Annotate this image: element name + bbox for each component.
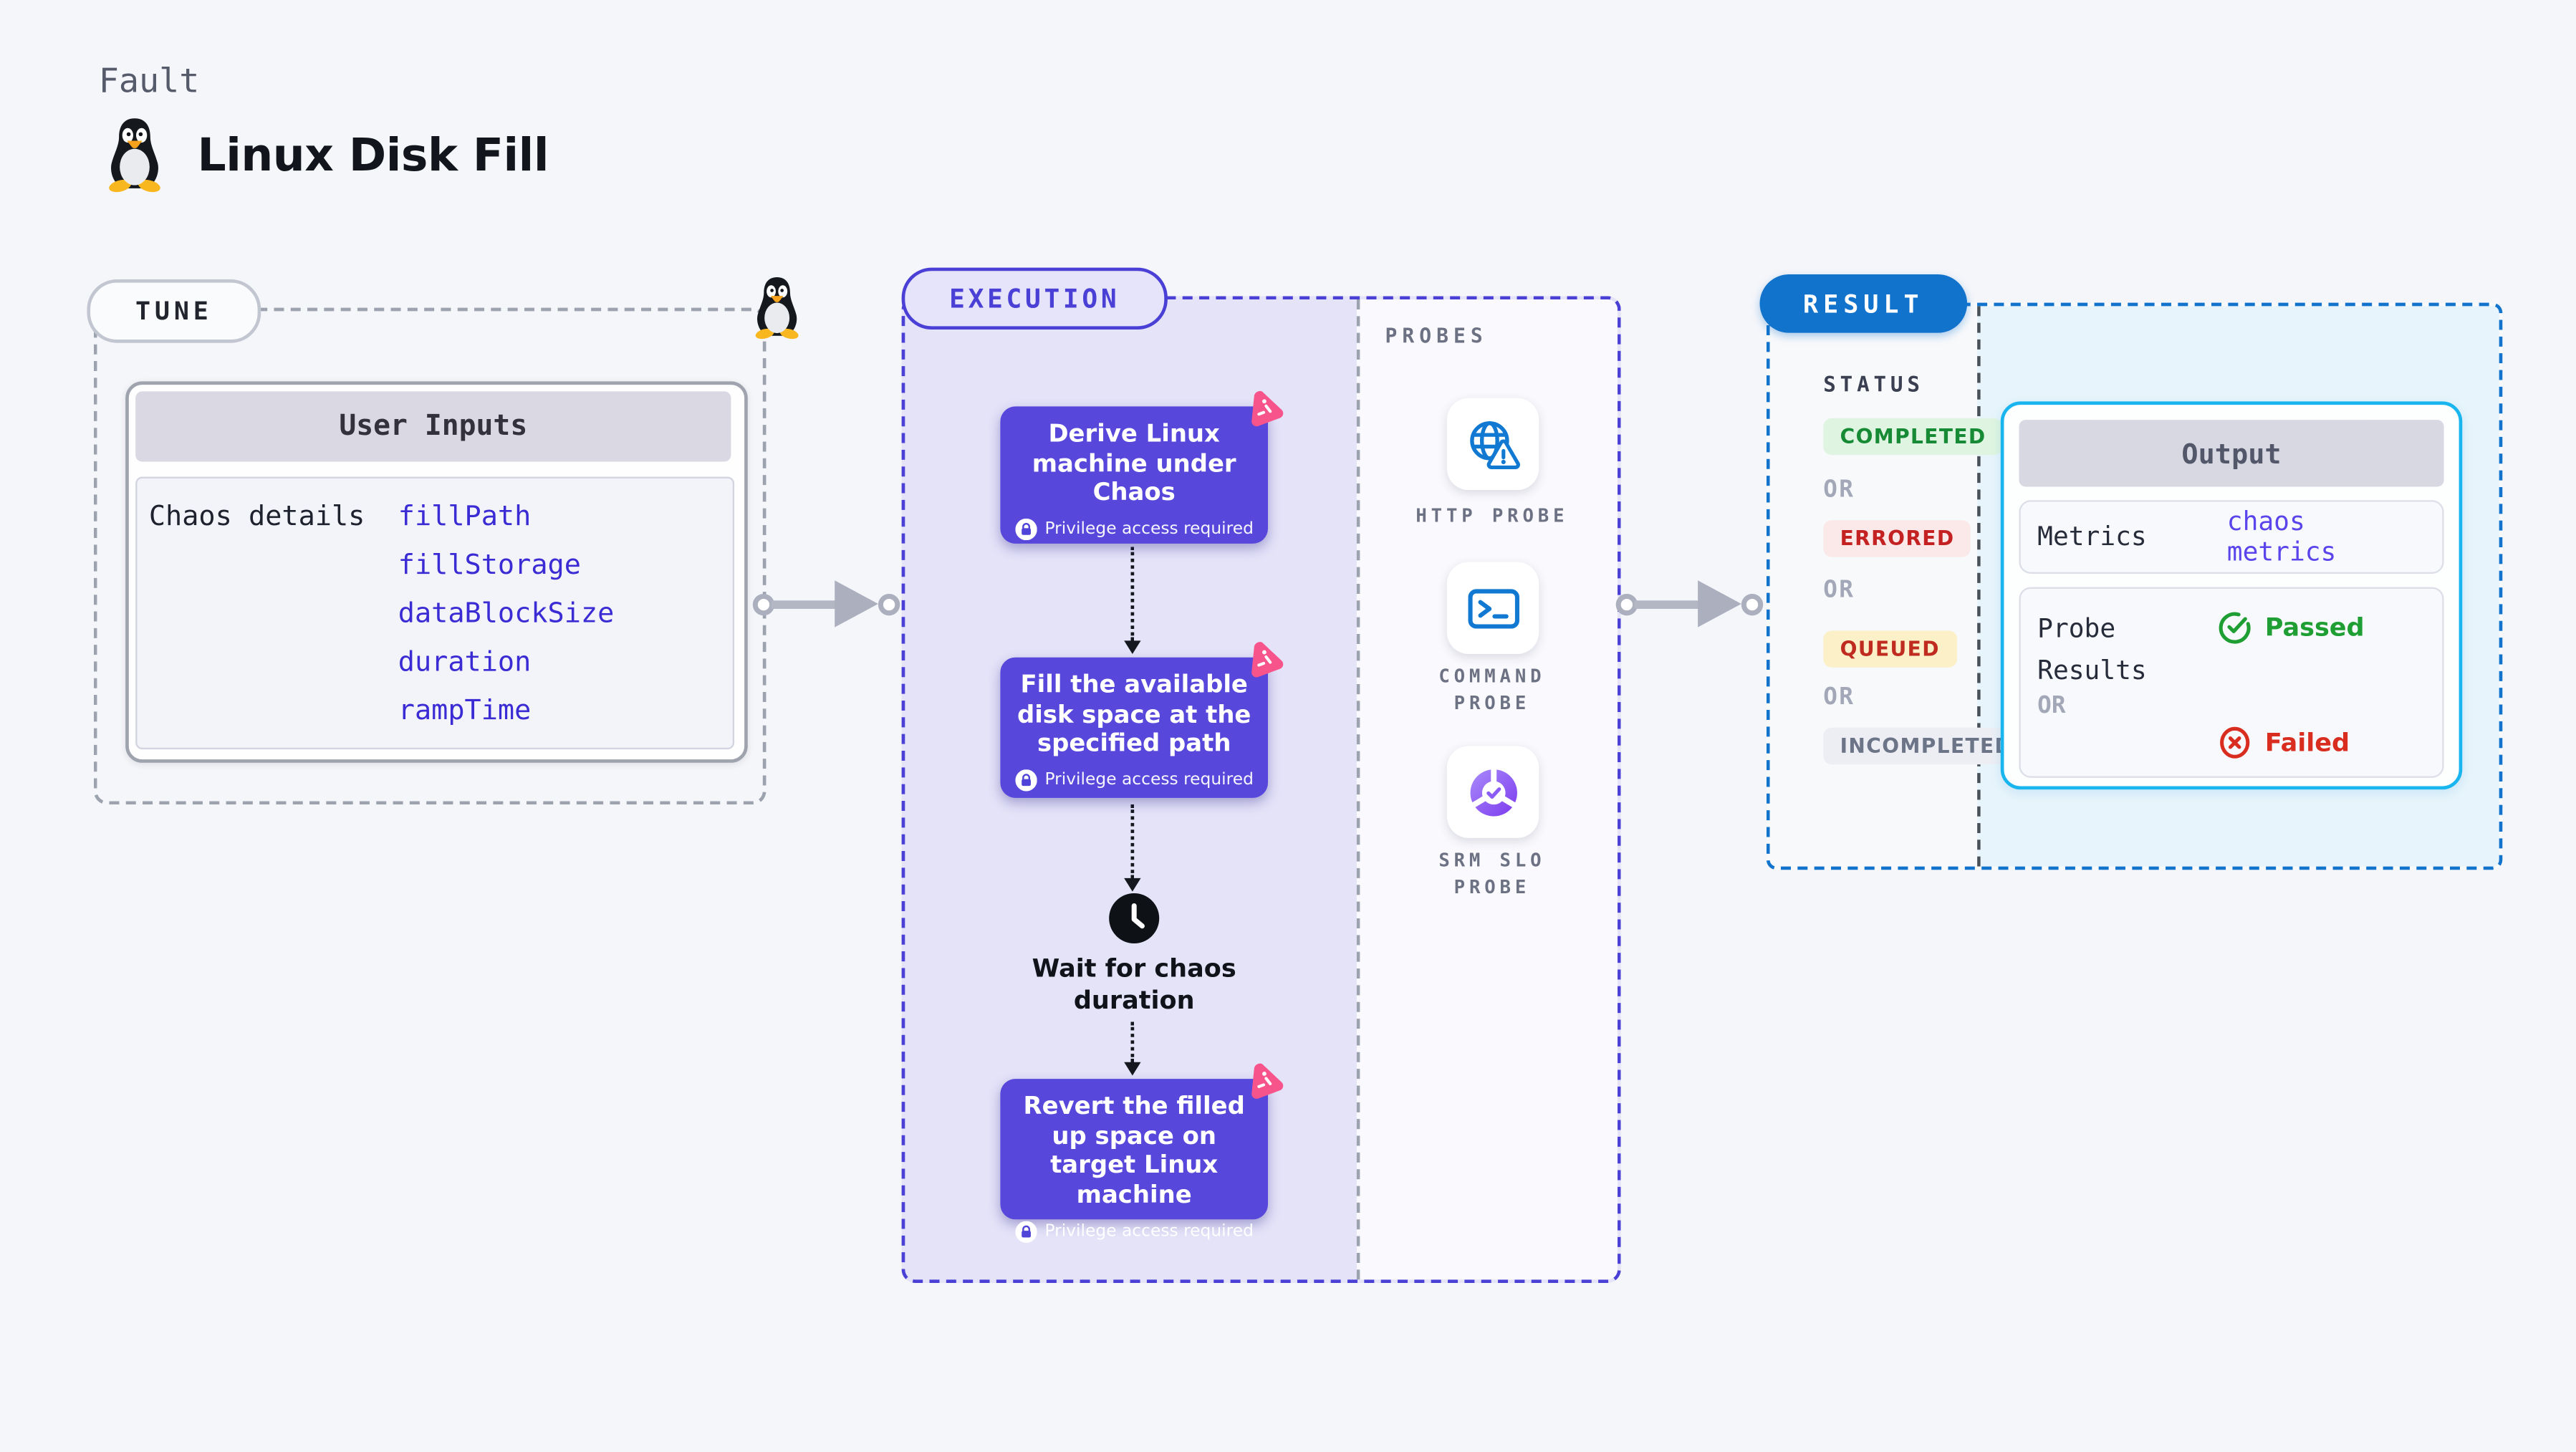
privilege-badge-label: Privilege access required [1044, 1222, 1254, 1241]
execution-section-pill: EXECUTION [901, 267, 1168, 330]
http-probe-label: HTTP PROBE [1416, 505, 1569, 527]
connector-ring-icon [1741, 592, 1764, 615]
srm-slo-probe-label: SRM SLO PROBE [1438, 850, 1546, 898]
status-badge-queued: QUEUED [1823, 630, 1957, 668]
output-card-header: Output [2019, 420, 2444, 487]
privilege-badge: Privilege access required [1014, 1221, 1254, 1242]
or-separator-label: OR [1823, 577, 1855, 604]
privilege-badge-label: Privilege access required [1044, 520, 1254, 539]
chaos-logo-icon [1242, 637, 1288, 683]
step-title: Derive Linux machine under Chaos [1032, 421, 1236, 508]
tune-section-box [93, 307, 766, 805]
probes-section-label: PROBES [1385, 324, 1488, 348]
step-title: Fill the available disk space at the spe… [1017, 672, 1251, 759]
lock-icon [1014, 769, 1036, 791]
privilege-badge: Privilege access required [1014, 769, 1254, 791]
tux-penguin-icon [104, 115, 165, 192]
http-probe-card [1446, 398, 1539, 491]
input-link-fillpath[interactable]: fillPath [398, 500, 532, 532]
tune-section-pill: TUNE [87, 279, 261, 343]
status-badge-errored: ERRORED [1823, 520, 1971, 557]
slo-pie-icon [1464, 764, 1521, 820]
wait-clock-icon [1107, 892, 1161, 946]
lock-icon [1014, 1221, 1036, 1242]
terminal-icon [1464, 580, 1521, 636]
command-probe-label: COMMAND PROBE [1438, 665, 1546, 714]
privilege-badge-label: Privilege access required [1044, 771, 1254, 790]
srm-slo-probe-card [1446, 746, 1539, 838]
globe-alert-icon [1464, 415, 1521, 472]
passed-result: Passed [2218, 610, 2365, 644]
wait-duration-label: Wait for chaos duration [1032, 953, 1236, 1015]
page-title: Linux Disk Fill [197, 130, 549, 183]
connector-arrowhead-icon [1124, 640, 1141, 655]
probe-results-row: Probe Results Passed OR Failed [2019, 587, 2444, 778]
status-column-label: STATUS [1823, 371, 1924, 397]
passed-label: Passed [2264, 612, 2365, 643]
user-inputs-header: User Inputs [135, 391, 731, 462]
chaos-metrics-link[interactable]: chaos metrics [2226, 506, 2337, 567]
tune-to-execution-arrow [752, 579, 900, 629]
tux-penguin-icon [751, 268, 802, 347]
chaos-logo-icon [1242, 1059, 1288, 1105]
step-connector-line [1130, 804, 1135, 878]
user-inputs-body [135, 476, 735, 750]
lock-icon [1014, 519, 1036, 540]
fault-eyebrow-label: Fault [98, 60, 200, 101]
step-fill-disk: Fill the available disk space at the spe… [1000, 658, 1268, 798]
failed-label: Failed [2264, 727, 2350, 758]
input-link-datablocksize[interactable]: dataBlockSize [398, 597, 615, 629]
output-card: Output Metrics chaos metrics Probe Resul… [2000, 401, 2463, 790]
execution-to-result-arrow [1615, 579, 1764, 629]
result-section-pill: RESULT [1759, 274, 1968, 333]
step-title: Revert the filled up space on target Lin… [1023, 1094, 1245, 1210]
failed-result: Failed [2218, 726, 2350, 759]
or-separator-label: OR [2037, 691, 2066, 719]
chaos-details-label: Chaos details [148, 500, 365, 532]
check-circle-icon [2218, 610, 2251, 644]
connector-arrowhead-icon [1124, 878, 1141, 892]
arrow-shaft [1634, 600, 1701, 608]
status-badge-completed: COMPLETED [1823, 418, 2003, 456]
chaos-logo-icon [1242, 386, 1288, 432]
or-separator-label: OR [1823, 476, 1855, 504]
metrics-row: Metrics chaos metrics [2019, 500, 2444, 574]
probe-results-label: Probe Results [2037, 613, 2147, 686]
input-link-fillstorage[interactable]: fillStorage [398, 548, 581, 581]
privilege-badge: Privilege access required [1014, 519, 1254, 540]
connector-arrowhead-icon [1124, 1062, 1141, 1076]
command-probe-card [1446, 562, 1539, 655]
input-link-ramptime[interactable]: rampTime [398, 694, 532, 726]
step-connector-line [1130, 1021, 1135, 1062]
arrow-head-icon [835, 580, 878, 628]
arrow-shaft [771, 600, 838, 608]
step-derive-machine: Derive Linux machine under Chaos Privile… [1000, 406, 1268, 544]
or-separator-label: OR [1823, 684, 1855, 711]
step-connector-line [1130, 547, 1135, 641]
metrics-label: Metrics [2037, 521, 2147, 552]
status-badge-incompleted: INCOMPLETED [1823, 727, 2029, 765]
arrow-head-icon [1698, 580, 1741, 628]
x-circle-icon [2218, 726, 2251, 759]
connector-ring-icon [878, 592, 900, 615]
input-link-duration[interactable]: duration [398, 645, 532, 678]
step-revert-space: Revert the filled up space on target Lin… [1000, 1079, 1268, 1219]
